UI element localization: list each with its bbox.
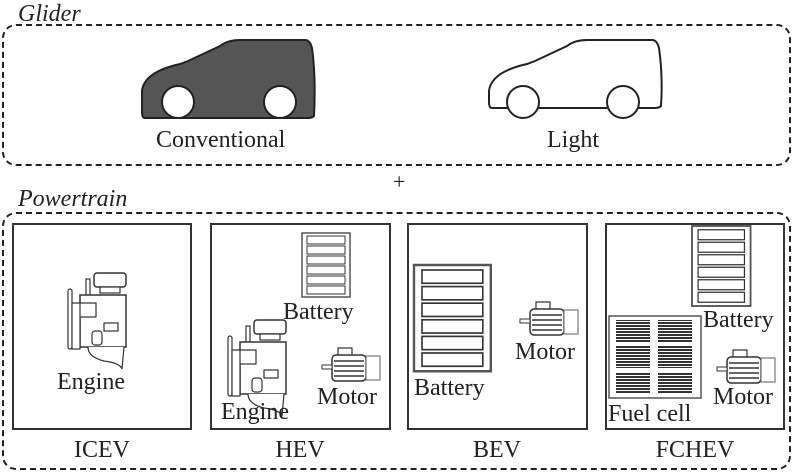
motor-icon	[716, 349, 776, 384]
powertrain-type-hev: HEV	[275, 437, 325, 463]
powertrain-panel-icev	[12, 223, 192, 430]
powertrain-type-icev: ICEV	[74, 437, 130, 463]
component-label-motor: Motor	[713, 384, 773, 410]
component-label-battery: Battery	[703, 307, 774, 333]
glider-title: Glider	[18, 1, 81, 27]
plus-sign: +	[393, 169, 406, 194]
component-label-fuel-cell: Fuel cell	[608, 401, 692, 427]
component-label-engine: Engine	[221, 399, 289, 425]
powertrain-type-bev: BEV	[473, 437, 521, 463]
motor-icon	[321, 347, 381, 382]
component-label-motor: Motor	[515, 339, 575, 365]
battery-icon	[691, 225, 752, 307]
conventional-car-icon	[141, 39, 316, 119]
light-car-icon	[488, 39, 663, 119]
glider-option-conventional: Conventional	[156, 127, 286, 153]
battery-icon	[301, 232, 351, 298]
powertrain-group	[2, 212, 791, 470]
engine-icon	[67, 272, 127, 370]
powertrain-type-fchev: FCHEV	[655, 437, 735, 463]
fuel-cell-icon	[608, 315, 702, 399]
glider-option-light: Light	[547, 127, 599, 153]
battery-icon	[412, 263, 493, 373]
component-label-battery: Battery	[283, 299, 354, 325]
glider-group	[2, 24, 791, 166]
powertrain-title: Powertrain	[18, 186, 128, 212]
component-label-motor: Motor	[317, 384, 377, 410]
component-label-engine: Engine	[57, 369, 125, 395]
motor-icon	[519, 301, 579, 336]
component-label-battery: Battery	[414, 375, 485, 401]
